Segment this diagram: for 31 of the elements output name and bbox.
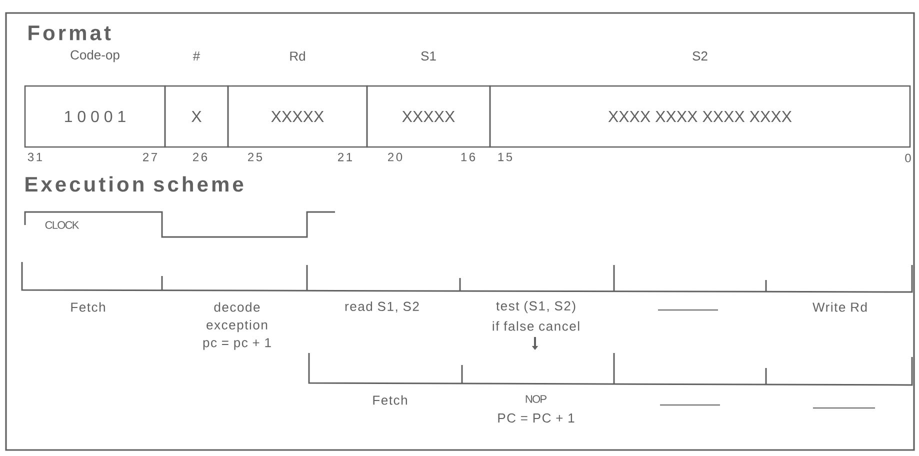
stage-label: Fetch: [373, 395, 407, 405]
stage-label: PC = PC + 1: [498, 413, 574, 423]
stage-label: if false cancel: [492, 321, 580, 331]
stage-label: test (S1, S2): [496, 300, 576, 314]
bit-number: 15: [498, 152, 512, 162]
bit-field: Code-op 1 0 0 0 1: [24, 50, 166, 148]
bit-number: 26: [193, 152, 208, 162]
node-label: S1: [421, 51, 436, 61]
stage-label: pc = pc + 1: [203, 338, 271, 350]
node-label: S2: [692, 51, 708, 61]
node-label: Code-op: [70, 50, 120, 62]
stage-label: read S1, S2: [345, 301, 419, 313]
bit-field: Rd XXXXX: [227, 51, 368, 148]
stage-label: exception: [206, 320, 268, 332]
section-heading: Format: [28, 26, 111, 40]
stage-label: decode: [214, 302, 260, 312]
signal-label: CLOCK: [45, 221, 80, 229]
signal-label: NOP: [526, 395, 546, 403]
section-heading: Execution scheme: [26, 176, 244, 192]
bit-number: 21: [338, 152, 352, 162]
bit-number: 20: [388, 152, 402, 162]
stage-label: Fetch: [71, 302, 105, 312]
node-label: Rd: [290, 51, 305, 61]
bit-field: S1 XXXXX: [366, 51, 491, 148]
stage-label: Write Rd: [812, 302, 867, 312]
bit-number: 27: [143, 152, 157, 162]
bit-number: 16: [461, 152, 476, 162]
node-label: #: [192, 52, 200, 60]
bit-number: 25: [248, 152, 262, 162]
bit-field: # X: [164, 52, 229, 148]
bit-field: S2 XXXX XXXX XXXX XXXX: [489, 51, 911, 148]
